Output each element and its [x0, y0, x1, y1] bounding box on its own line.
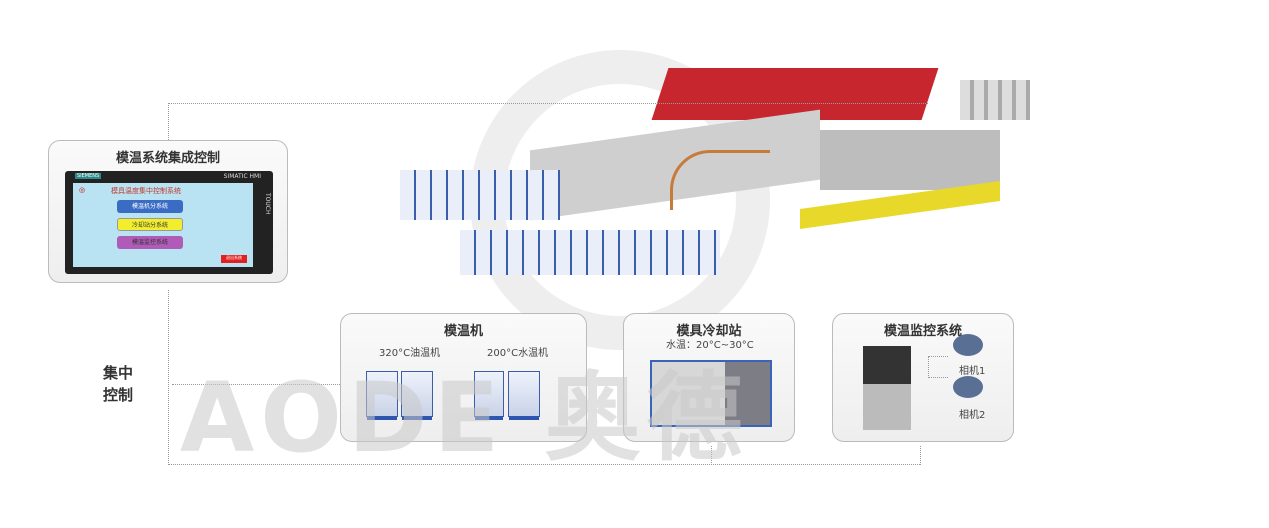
water-label: 200°C水温机 [487, 348, 549, 359]
connector-bottom [168, 290, 920, 465]
hmi-button-cooling[interactable]: 冷却站分系统 [117, 218, 183, 231]
connector-central [172, 384, 340, 385]
hmi-exit-button[interactable]: 退出系统 [221, 255, 247, 263]
hmi-brand: SIEMENS [75, 173, 102, 179]
hmi-panel: SIEMENS SIMATIC HMI TOUCH ◎ 模具温度集中控制系统 模… [65, 171, 273, 274]
oil-label: 320°C油温机 [379, 348, 441, 359]
water-unit-image [474, 371, 504, 420]
monitor-title: 模温监控系统 [883, 324, 962, 339]
camera1-label: 相机1 [959, 366, 986, 377]
connector-cooling [711, 446, 712, 465]
cooling-card: 模具冷却站 水温：20°C~30°C [623, 313, 795, 442]
camera-icon [953, 334, 983, 356]
hmi-logo-icon: ◎ [79, 186, 86, 194]
connector-monitor [920, 446, 921, 465]
central-line2: 控制 [103, 386, 134, 404]
hmi-button-monitor[interactable]: 模温监控系统 [117, 236, 183, 249]
central-control-label: 集中 控制 [103, 362, 133, 406]
oil-unit-image [401, 371, 433, 420]
oil-unit-image [366, 371, 398, 420]
hmi-model: SIMATIC HMI [223, 173, 261, 180]
camera-link [928, 356, 948, 378]
cooling-station-image [650, 360, 772, 427]
cooling-title: 模具冷却站 [676, 324, 742, 339]
central-line1: 集中 [103, 364, 134, 382]
hmi-screen-title: 模具温度集中控制系统 [111, 187, 181, 195]
camera-icon [953, 376, 983, 398]
hmi-side-label: TOUCH [264, 193, 271, 215]
water-unit-image [508, 371, 540, 420]
camera2-label: 相机2 [959, 410, 986, 421]
connector-top [168, 103, 928, 140]
hmi-card: 模温系统集成控制 SIEMENS SIMATIC HMI TOUCH ◎ 模具温… [48, 140, 288, 283]
plant-illustration [370, 60, 1030, 300]
mtc-card: 模温机 320°C油温机 200°C水温机 [340, 313, 587, 442]
hmi-card-title: 模温系统集成控制 [115, 151, 220, 166]
hmi-screen: ◎ 模具温度集中控制系统 模温机分系统 冷却站分系统 模温监控系统 退出系统 [73, 183, 253, 267]
cooling-range: 水温：20°C~30°C [666, 340, 754, 351]
monitor-card: 模温监控系统 相机1 相机2 [832, 313, 1014, 442]
control-cabinet-image [863, 346, 911, 430]
mtc-title: 模温机 [443, 324, 483, 339]
hmi-button-mtc[interactable]: 模温机分系统 [117, 200, 183, 213]
